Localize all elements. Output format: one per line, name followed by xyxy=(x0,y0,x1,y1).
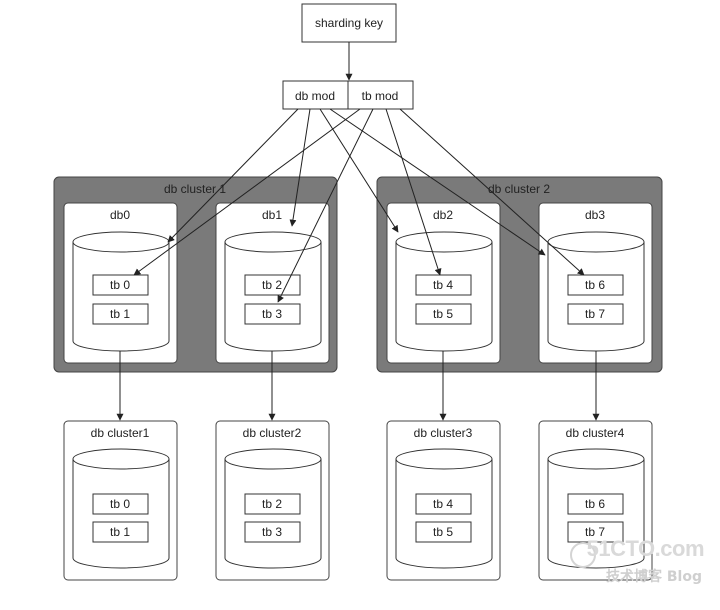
target-cluster-4-label: db cluster4 xyxy=(566,426,625,440)
db3-table-1: tb 7 xyxy=(585,307,605,321)
sharding-key-node: sharding key xyxy=(301,3,397,43)
cluster-2-label: db cluster 2 xyxy=(488,182,550,196)
route-arrow xyxy=(289,108,311,227)
target-1-table-0: tb 0 xyxy=(110,497,130,511)
watermark-subtitle: 技术博客 Blog xyxy=(606,569,702,585)
route-arrow xyxy=(319,108,399,233)
db3-panel: db3 tb 6 tb 7 xyxy=(538,202,653,364)
db0-panel: db0 tb 0 tb 1 xyxy=(63,202,178,364)
db2-label: db2 xyxy=(433,208,453,222)
target-cluster-3: db cluster3 tb 4 tb 5 xyxy=(386,420,501,581)
target-cluster-4: db cluster4 tb 6 tb 7 xyxy=(538,420,653,581)
db0-label: db0 xyxy=(110,208,130,222)
cluster-1: db cluster 1 db0 tb 0 tb 1 db1 tb 2 tb 3 xyxy=(53,176,338,373)
route-arrow xyxy=(167,108,299,243)
target-2-table-0: tb 2 xyxy=(262,497,282,511)
watermark: 51CTO.com 技术博客 Blog xyxy=(570,536,710,596)
target-1-table-1: tb 1 xyxy=(110,525,130,539)
db2-table-1: tb 5 xyxy=(433,307,453,321)
db0-table-1: tb 1 xyxy=(110,307,130,321)
target-cluster-3-label: db cluster3 xyxy=(414,426,473,440)
target-2-table-1: tb 3 xyxy=(262,525,282,539)
db3-label: db3 xyxy=(585,208,605,222)
target-cluster-2-label: db cluster2 xyxy=(243,426,302,440)
db3-table-0: tb 6 xyxy=(585,278,605,292)
db1-panel: db1 tb 2 tb 3 xyxy=(215,202,330,364)
router-node: db mod tb mod xyxy=(282,80,414,110)
target-4-table-1: tb 7 xyxy=(585,525,605,539)
db2-table-0: tb 4 xyxy=(433,278,453,292)
db1-label: db1 xyxy=(262,208,282,222)
tb-mod-label: tb mod xyxy=(362,89,399,103)
route-arrow xyxy=(277,108,374,303)
target-3-table-0: tb 4 xyxy=(433,497,453,511)
db-mod-label: db mod xyxy=(295,89,335,103)
target-cluster-1: db cluster1 tb 0 tb 1 xyxy=(63,420,178,581)
target-cluster-2: db cluster2 tb 2 tb 3 xyxy=(215,420,330,581)
db1-table-0: tb 2 xyxy=(262,278,282,292)
cluster-2: db cluster 2 db2 tb 4 tb 5 db3 tb 6 tb 7 xyxy=(376,176,663,373)
cluster-1-label: db cluster 1 xyxy=(164,182,226,196)
target-cluster-1-label: db cluster1 xyxy=(91,426,150,440)
chat-bubble-icon xyxy=(570,542,596,568)
watermark-site: 51CTO.com xyxy=(586,536,705,561)
target-4-table-0: tb 6 xyxy=(585,497,605,511)
target-3-table-1: tb 5 xyxy=(433,525,453,539)
route-arrow xyxy=(385,108,442,276)
migration-arrows xyxy=(116,351,600,421)
route-arrow xyxy=(399,108,585,276)
db1-table-1: tb 3 xyxy=(262,307,282,321)
route-arrow xyxy=(133,108,361,276)
route-arrow xyxy=(329,108,546,256)
db0-table-0: tb 0 xyxy=(110,278,130,292)
sharding-key-label: sharding key xyxy=(315,16,383,30)
db2-panel: db2 tb 4 tb 5 xyxy=(386,202,501,364)
routing-arrows xyxy=(133,108,585,303)
